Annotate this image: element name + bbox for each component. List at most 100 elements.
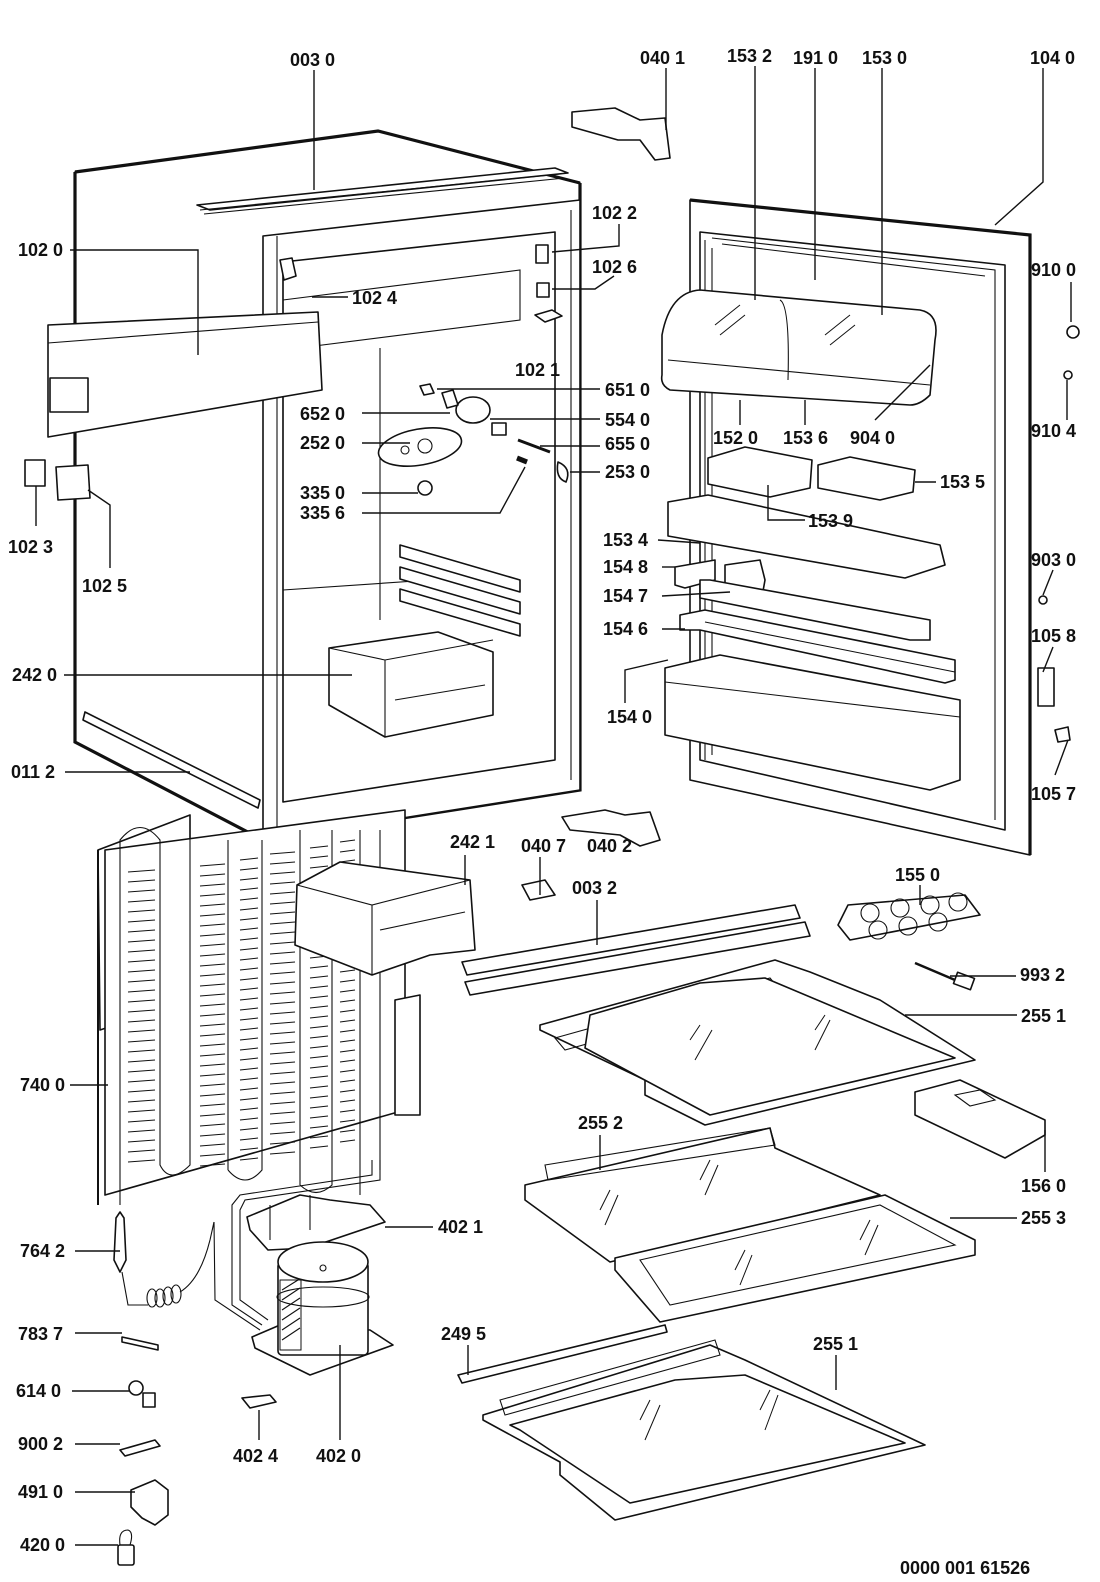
condenser-fin [309,1125,329,1129]
condenser-fin [199,1113,226,1117]
condenser-fin [339,979,356,983]
door-trays [707,446,916,501]
part-label-153-6: 153 6 [783,428,828,448]
condenser-fin [269,951,296,955]
part-255-1-glass-shelf-top [539,959,976,1126]
condenser-fin [339,1039,356,1043]
leader-line-102-0 [70,249,199,355]
condenser-fin [269,1101,296,1105]
condenser-fin [269,851,296,855]
part-402-0-compressor [251,1241,394,1376]
leader-line-153-4 [657,539,701,544]
condenser-fin [199,1043,226,1047]
condenser-fin [339,1129,356,1133]
condenser-fin [127,979,156,983]
part-label-242-1: 242 1 [450,832,495,852]
refrigerant-tubes [213,1160,381,1331]
condenser-fin [239,987,259,991]
part-102-0-freezer-door [47,311,323,438]
part-label-335-0: 335 0 [300,483,345,503]
part-label-191-0: 191 0 [793,48,838,68]
condenser-fin [339,1049,356,1053]
part-156-0-ice-tray [914,1079,1046,1159]
condenser-fin [127,1129,156,1133]
condenser-fin [239,967,259,971]
condenser-fin [127,939,156,943]
part-label-153-0: 153 0 [862,48,907,68]
condenser-fin [309,1035,329,1039]
condenser-fin [269,991,296,995]
condenser-fin [199,1053,226,1057]
condenser-fin [127,1009,156,1013]
condenser-fin [239,877,259,881]
freezer-hinge-parts [279,244,563,323]
leader-lines [35,66,1072,1546]
part-label-764-2: 764 2 [20,1241,65,1261]
condenser-fin [309,1005,329,1009]
part-label-153-5: 153 5 [940,472,985,492]
part-label-040-7: 040 7 [521,836,566,856]
condenser-fin [239,1107,259,1111]
part-label-253-0: 253 0 [605,462,650,482]
condenser-fins [127,839,356,1167]
part-label-614-0: 614 0 [16,1381,61,1401]
condenser-fin [339,1099,356,1103]
part-label-335-6: 335 6 [300,503,345,523]
condenser-fin [127,1139,156,1143]
drawing-number: 0000 001 61526 [900,1558,1030,1578]
condenser-fin [269,1011,296,1015]
condenser-fin [309,1145,329,1149]
condenser-fin [239,1007,259,1011]
condenser-fin [339,1109,356,1113]
part-label-154-6: 154 6 [603,619,648,639]
condenser-fin [269,971,296,975]
condenser-fin [127,1059,156,1063]
part-label-402-0: 402 0 [316,1446,361,1466]
condenser-fin [309,1045,329,1049]
condenser-fin [269,941,296,945]
condenser-fin [199,1093,226,1097]
leader-line-335-6 [362,466,526,514]
part-label-491-0: 491 0 [18,1482,63,1502]
part-label-003-0: 003 0 [290,50,335,70]
leader-line-105-7 [1054,739,1069,776]
condenser-fin [199,913,226,917]
condenser-fin [239,1137,259,1141]
condenser-fin [239,937,259,941]
part-label-040-2: 040 2 [587,836,632,856]
condenser-fin [309,865,329,869]
leader-line-154-0 [624,659,669,703]
condenser-fin [309,1015,329,1019]
condenser-fin [339,1069,356,1073]
part-label-255-2: 255 2 [578,1113,623,1133]
part-label-153-9: 153 9 [808,511,853,531]
condenser-fin [309,995,329,999]
part-003-0-top-trim [196,167,569,215]
condenser-fin [239,1017,259,1021]
condenser-fin [239,1087,259,1091]
condenser-fin [239,1117,259,1121]
part-label-252-0: 252 0 [300,433,345,453]
condenser-fin [269,911,296,915]
leader-line-102-2 [551,224,620,253]
condenser-fin [309,1025,329,1029]
part-155-0-egg-tray [837,892,981,941]
part-label-102-2: 102 2 [592,203,637,223]
condenser-fin [309,1135,329,1139]
leader-line-904-0 [874,364,931,421]
condenser-fin [339,839,356,843]
condenser-fin [127,1019,156,1023]
condenser-fin [199,953,226,957]
condenser-fin [309,985,329,989]
condenser-fin [127,949,156,953]
part-label-104-0: 104 0 [1030,48,1075,68]
condenser-fin [127,909,156,913]
part-label-402-1: 402 1 [438,1217,483,1237]
condenser-fin [199,873,226,877]
condenser-fin [199,973,226,977]
condenser-fin [239,1067,259,1071]
part-label-651-0: 651 0 [605,380,650,400]
condenser-fin [269,1001,296,1005]
condenser-fin [309,1115,329,1119]
